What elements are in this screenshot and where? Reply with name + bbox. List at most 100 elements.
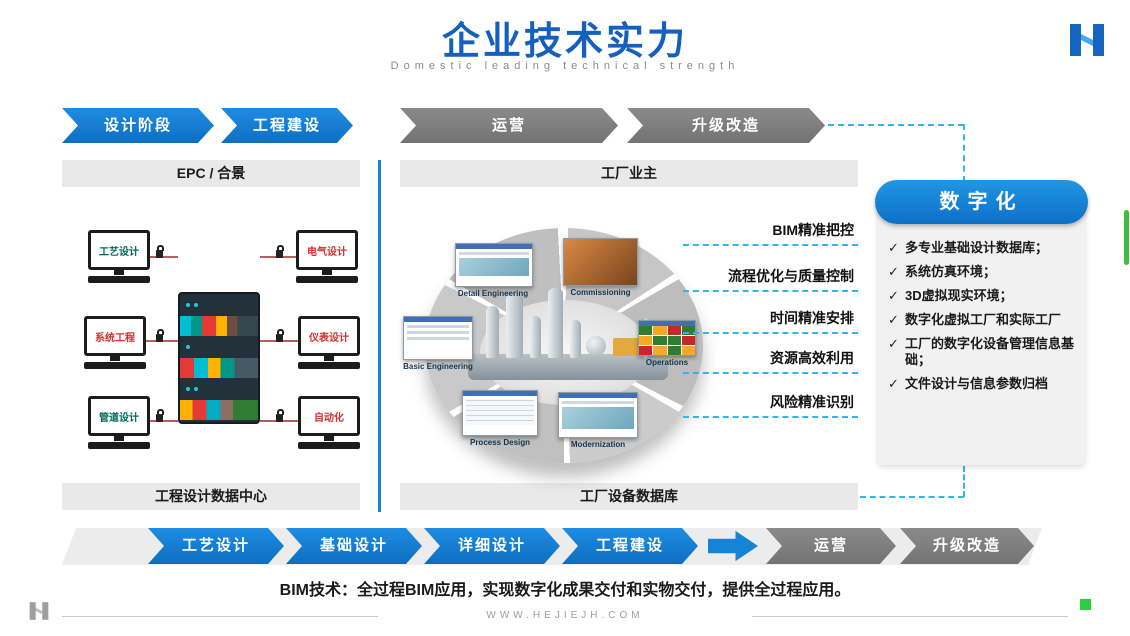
dashed-line <box>683 416 858 418</box>
keyboard <box>84 362 146 369</box>
workstation-electrical-design: 电气设计 <box>296 230 358 283</box>
dashed-line <box>683 244 858 246</box>
thumb-process-design <box>462 390 538 436</box>
left-panel-header: EPC / 合景 <box>62 160 360 187</box>
bottom-stage-upgrade: 升级改造 <box>900 528 1034 564</box>
check-icon: ✓ <box>888 263 899 279</box>
right-panel-header: 工厂业主 <box>400 160 858 187</box>
segment-label: Basic Engineering <box>403 362 473 371</box>
server-rack <box>178 292 260 424</box>
monitor-stand <box>114 436 124 441</box>
thumb-basic-engineering <box>403 316 473 360</box>
server-unit <box>180 336 258 358</box>
monitor-stand <box>322 270 332 275</box>
cable-line <box>150 420 178 422</box>
dashed-line <box>683 332 858 334</box>
thumb-detail-engineering <box>455 243 533 287</box>
monitor-stand <box>110 356 120 361</box>
plant-sphere <box>586 336 606 356</box>
page-title: 企业技术实力 <box>441 21 688 63</box>
page-subtitle: Domestic leading technical strength <box>390 60 740 72</box>
check-icon: ✓ <box>888 335 899 351</box>
bottom-stage-detail-design: 详细设计 <box>424 528 560 564</box>
lock-icon <box>156 329 164 342</box>
workstation-automation: 自动化 <box>298 396 360 449</box>
dashed-line <box>683 372 858 374</box>
footer-url: WWW.HEJIEJH.COM <box>486 610 644 621</box>
digitalization-title: 数字化 <box>875 180 1088 224</box>
server-unit <box>180 294 258 316</box>
mosaic-content <box>639 326 695 355</box>
check-icon: ✓ <box>888 376 899 392</box>
server-unit <box>180 358 258 378</box>
bottom-stage-operation: 运营 <box>766 528 896 564</box>
monitor-screen: 自动化 <box>298 396 360 436</box>
monitor-screen: 仪表设计 <box>298 316 360 356</box>
window-titlebar <box>463 391 537 396</box>
footer-logo-icon <box>28 600 50 622</box>
keyboard <box>88 276 150 283</box>
keyboard <box>298 442 360 449</box>
dashed-connector-top-v <box>963 124 965 182</box>
workstation-label: 仪表设计 <box>309 332 349 344</box>
check-icon: ✓ <box>888 311 899 327</box>
plant-deck <box>468 354 668 380</box>
lock-icon <box>276 409 284 422</box>
thumb-operations <box>638 320 696 356</box>
cable-line <box>150 256 178 258</box>
thumb-commissioning <box>563 238 638 286</box>
workstation-label: 电气设计 <box>307 246 347 258</box>
right-panel-footer: 工厂设备数据库 <box>400 483 858 510</box>
top-stage-upgrade: 升级改造 <box>627 108 825 143</box>
check-icon: ✓ <box>888 240 899 255</box>
thumb-modernization <box>558 392 638 438</box>
dashed-connector-top-h <box>828 124 964 126</box>
workstation-label: 自动化 <box>314 412 344 424</box>
lock-icon <box>276 245 284 258</box>
digital-item: ✓多专业基础设计数据库； <box>888 240 1049 255</box>
digitalization-card: ✓多专业基础设计数据库； ✓系统仿真环境； ✓3D虚拟现实环境； ✓数字化虚拟工… <box>878 202 1085 465</box>
keyboard <box>88 442 150 449</box>
workstation-system-engineering: 系统工程 <box>84 316 146 369</box>
bim-note: BIM技术：全过程BIM应用，实现数字化成果交付和实物交付，提供全过程应用。 <box>279 582 851 599</box>
plant-3d-model <box>468 280 668 380</box>
window-titlebar <box>639 321 695 326</box>
keyboard <box>298 362 360 369</box>
plant-cylinder <box>548 288 563 358</box>
segment-label: Modernization <box>570 440 626 449</box>
workstation-label: 管道设计 <box>99 412 139 424</box>
window-titlebar <box>456 244 532 249</box>
benefit-bim-control: BIM精准把控 <box>683 220 858 246</box>
window-titlebar <box>559 393 637 398</box>
plant-cylinder <box>506 294 523 358</box>
top-stage-operation: 运营 <box>400 108 618 143</box>
digital-item: ✓数字化虚拟工厂和实际工厂 <box>888 311 1062 327</box>
lock-icon <box>276 329 284 342</box>
segment-label: Commissioning <box>570 288 631 297</box>
lock-icon <box>156 245 164 258</box>
dashed-connector-bottom-h <box>860 496 964 498</box>
monitor-screen: 系统工程 <box>84 316 146 356</box>
monitor-screen: 工艺设计 <box>88 230 150 270</box>
lock-icon <box>156 409 164 422</box>
left-panel-footer: 工程设计数据中心 <box>62 483 360 510</box>
keyboard <box>296 276 358 283</box>
green-square-marker <box>1080 599 1091 610</box>
plant-yellow-unit <box>613 338 639 356</box>
plant-cylinder <box>486 306 499 358</box>
segment-label: Detail Engineering <box>457 289 529 298</box>
workstation-instrument-design: 仪表设计 <box>298 316 360 369</box>
digital-item: ✓3D虚拟现实环境； <box>888 287 1013 303</box>
footer-rule-right <box>752 616 1068 617</box>
logo-h-icon <box>1070 24 1104 56</box>
monitor-stand <box>114 270 124 275</box>
top-stage-construction: 工程建设 <box>221 108 353 143</box>
segment-label: Operations <box>645 358 689 367</box>
top-stage-design: 设计阶段 <box>62 108 214 143</box>
window-titlebar <box>404 317 472 322</box>
monitor-screen: 电气设计 <box>296 230 358 270</box>
server-unit <box>180 316 258 336</box>
segment-label: Process Design <box>469 438 531 447</box>
scroll-indicator[interactable] <box>1124 210 1129 265</box>
